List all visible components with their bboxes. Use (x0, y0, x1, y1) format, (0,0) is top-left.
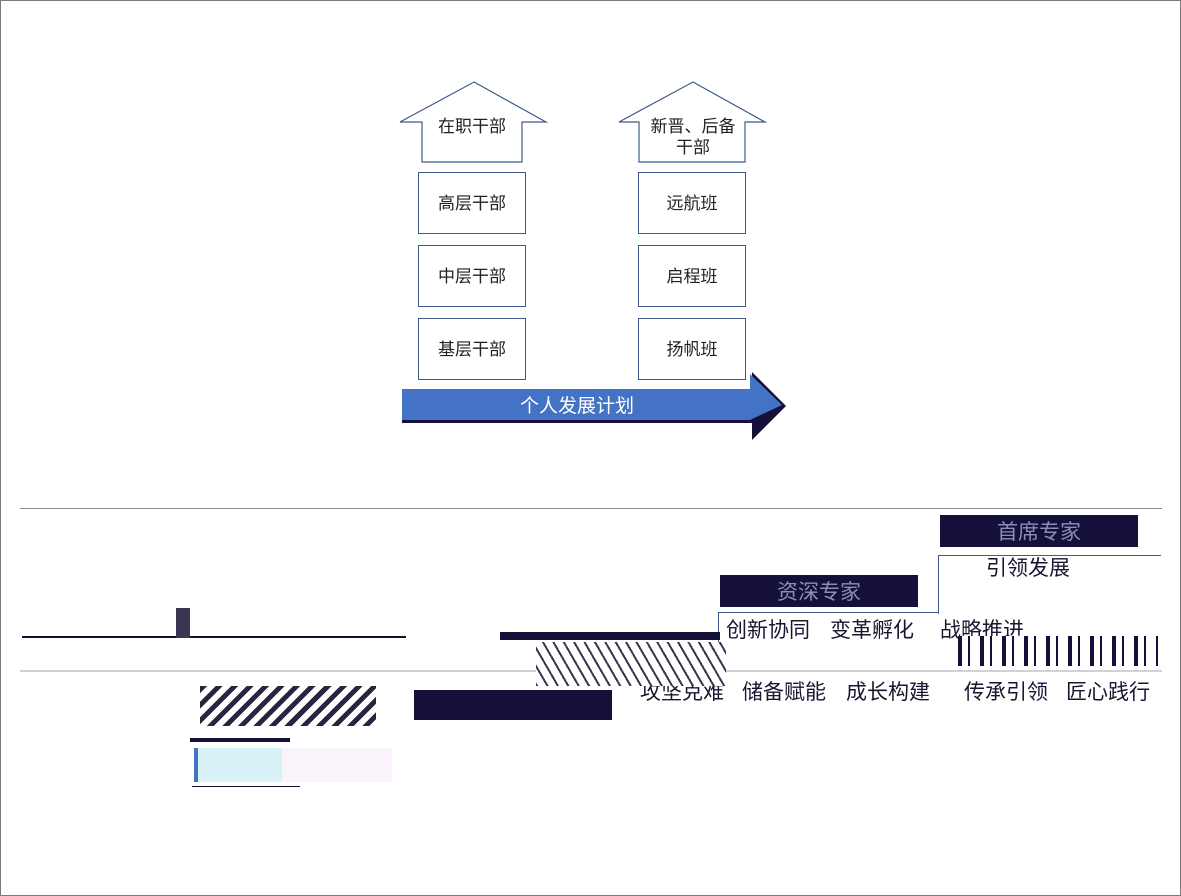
glitch-line-left (22, 636, 406, 638)
senior-expert-bracket (718, 612, 939, 671)
glitch-pink-block (282, 748, 392, 782)
senior-expert-label: 资深专家 (777, 581, 861, 604)
right-track-level-3: 扬帆班 (638, 318, 746, 380)
right-track-level-2: 启程班 (638, 245, 746, 307)
left-track-level-2: 中层干部 (418, 245, 526, 307)
glitch-bar-top (500, 632, 720, 640)
chief-expert-block: 首席专家 (940, 515, 1138, 547)
development-plan-arrow (402, 372, 786, 440)
right-track-header-arrow (618, 81, 768, 163)
chief-expert-bracket (938, 555, 1161, 614)
development-plan-label: 个人发展计划 (519, 396, 634, 417)
row2-fragment-5: 匠心践行 (1066, 681, 1150, 704)
row1-fragment-2: 变革孵化 (830, 619, 914, 642)
glitch-tower (176, 608, 190, 638)
left-track-header: 在职干部 (438, 117, 506, 136)
separator-line (20, 508, 1162, 509)
row2-fragment-3: 成长构建 (846, 681, 930, 704)
senior-expert-block: 资深专家 (720, 575, 918, 607)
right-track-level-1: 远航班 (638, 172, 746, 234)
glitch-underline (190, 738, 290, 742)
glitch-people-sketch (536, 642, 726, 686)
left-track-level-1: 高层干部 (418, 172, 526, 234)
row2-fragment-4: 传承引领 (964, 681, 1048, 704)
glitch-figure-cluster (200, 686, 376, 726)
glitch-stripes-right (958, 636, 1158, 666)
glitch-dark-block (414, 690, 612, 720)
glitch-baseline (192, 786, 300, 787)
lead-development-label: 引领发展 (986, 557, 1070, 580)
left-track-level-3: 基层干部 (418, 318, 526, 380)
left-track-header-arrow (399, 81, 549, 163)
row2-fragment-2: 储备赋能 (742, 681, 826, 704)
right-track-header: 新晋、后备干部 (650, 117, 736, 157)
chief-expert-label: 首席专家 (997, 521, 1081, 544)
row2-fragment-1: 攻坚克难 (640, 681, 724, 704)
glitch-cyan-block (194, 748, 282, 782)
row1-fragment-1: 创新协同 (726, 619, 810, 642)
